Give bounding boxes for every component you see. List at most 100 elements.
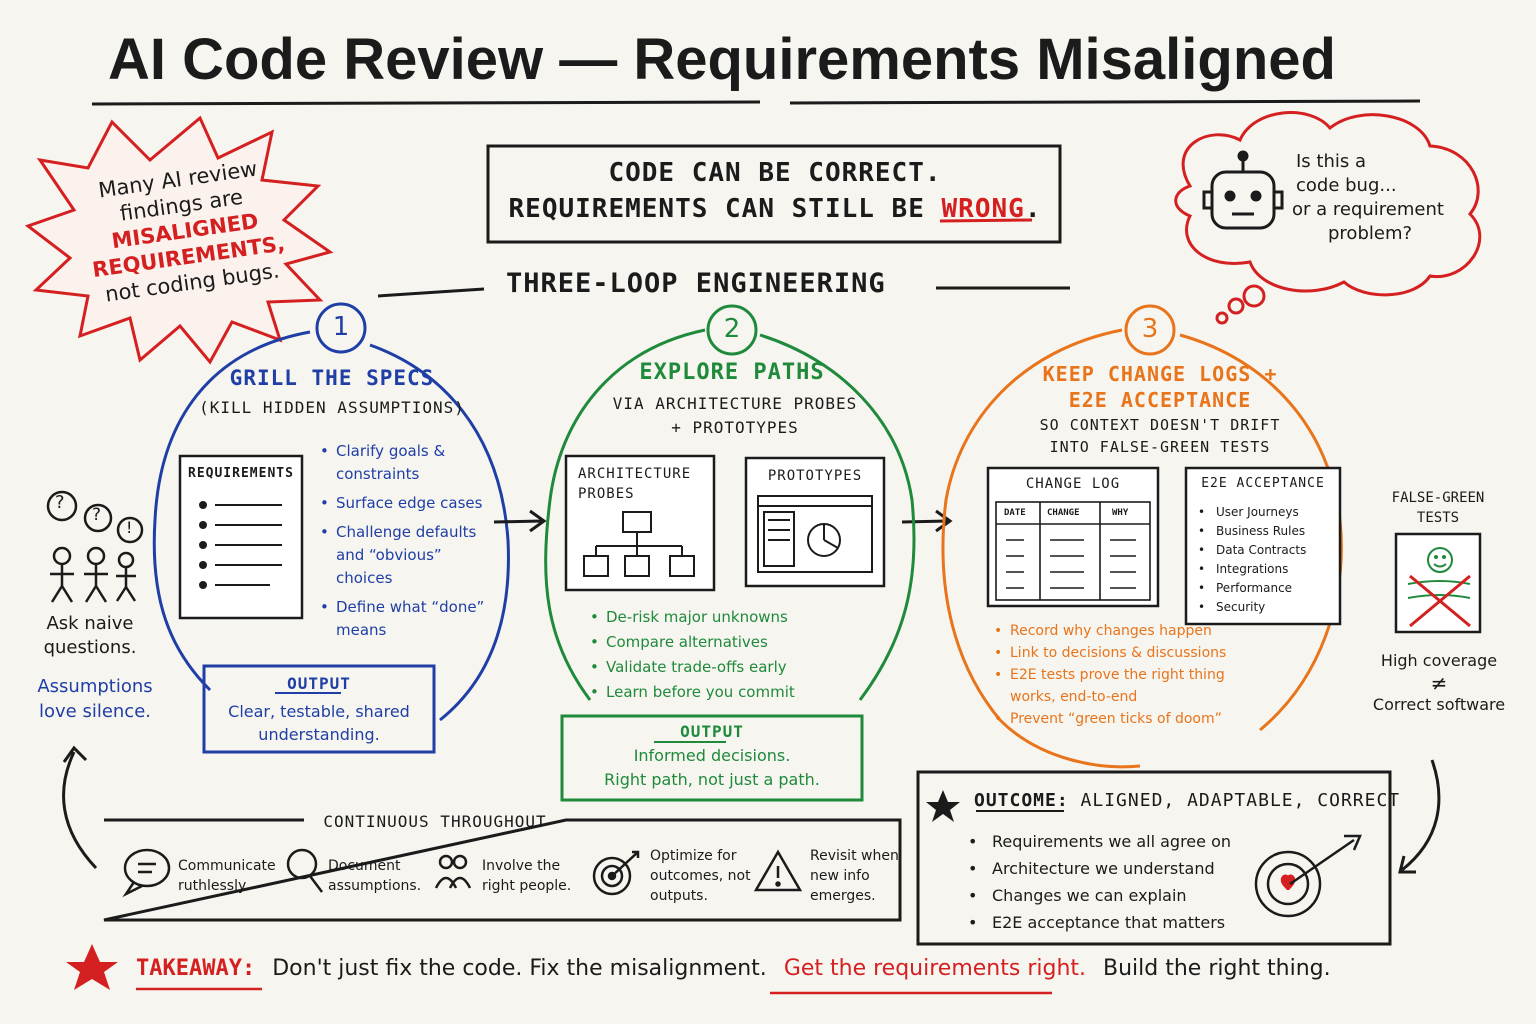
requirements-doc-label: REQUIREMENTS [188, 466, 294, 481]
title-underline [91, 99, 1421, 106]
loop3-title2: E2E ACCEPTANCE [1068, 388, 1252, 412]
change-log-col-why: WHY [1112, 508, 1129, 518]
loop1-bullet: Challenge defaults and “obvious” choices [320, 521, 500, 590]
page-title: AI Code Review — Requirements Misaligned [108, 27, 1336, 92]
loop1-bullet: Surface edge cases [320, 492, 500, 515]
loop1-output-box [202, 664, 436, 754]
continuous-item-line: ruthlessly. [178, 878, 249, 894]
loop2-output-line2: Right path, not just a path. [604, 770, 820, 789]
e2e-item: Performance [1198, 579, 1306, 598]
architecture-probes-label: ARCHITECTURE PROBES [578, 466, 692, 502]
loop3-bullets: Record why changes happen Link to decisi… [994, 620, 1264, 730]
loop2-subtitle1: VIA ARCHITECTURE PROBES [612, 394, 858, 413]
outcome-text: ALIGNED, ADAPTABLE, CORRECT [1080, 790, 1401, 811]
thought-text: Is this a code bug... or a requirement p… [1292, 150, 1444, 246]
coverage-note: High coverage ≠ Correct software [1364, 650, 1514, 716]
headline-wrong: WRONG [941, 194, 1025, 224]
thought-dot [1215, 311, 1229, 325]
false-green-line1: FALSE-GREEN [1391, 490, 1485, 506]
loop1-bullet: Define what “done” means [320, 596, 500, 642]
assumptions-note: Assumptions love silence. [30, 674, 160, 724]
prototype-sketch-icon [757, 495, 873, 573]
false-green-label: FALSE-GREEN TESTS [1380, 488, 1496, 528]
star-icon [926, 790, 960, 822]
false-green-line2: TESTS [1416, 510, 1460, 526]
continuous-item-line: Revisit when [810, 848, 899, 864]
loop2-bullet: Compare alternatives [590, 631, 795, 654]
question-mark: ? [55, 492, 65, 513]
ask-line2: questions. [43, 637, 137, 658]
takeaway-text1: Don't just fix the code. Fix the misalig… [272, 956, 767, 981]
outcome-item: E2E acceptance that matters [968, 909, 1231, 936]
requirements-doc-lines [199, 501, 282, 589]
requirements-doc [178, 454, 304, 620]
e2e-item: User Journeys [1198, 503, 1306, 522]
continuous-item: Document assumptions. [328, 856, 421, 896]
change-log-col-date: DATE [1004, 508, 1026, 518]
continuous-title: CONTINUOUS THROUGHOUT [323, 812, 547, 831]
callout-burst [24, 115, 334, 365]
e2e-checklist: User Journeys Business Rules Data Contra… [1198, 503, 1306, 617]
outcome-label: OUTCOME: [974, 790, 1069, 811]
loop2-subtitle2: + PROTOTYPES [671, 418, 799, 437]
thought-line2: code bug... [1296, 175, 1397, 196]
loop3-bullet: Prevent “green ticks of doom” [994, 708, 1264, 730]
loop1-subtitle: (KILL HIDDEN ASSUMPTIONS) [199, 398, 465, 417]
magnifier-icon [286, 848, 323, 893]
continuous-item: Optimize for outcomes, not outputs. [650, 846, 751, 906]
coverage-line1: High coverage [1380, 651, 1498, 670]
loop2-outline [544, 328, 916, 701]
wrong-underline [939, 218, 1033, 223]
takeaway-text3: Build the right thing. [1103, 956, 1331, 981]
robot-icon [1202, 150, 1284, 230]
coverage-line2: Correct software [1372, 695, 1506, 714]
continuous-item-line: outputs. [650, 888, 708, 904]
loop1-bullet: Clarify goals & constraints [320, 440, 500, 486]
continuous-item-line: right people. [482, 878, 572, 894]
assume-line2: love silence. [38, 701, 152, 722]
headline-line2-text: REQUIREMENTS CAN STILL BE [508, 194, 942, 224]
takeaway-text2: Get the requirements right. [783, 956, 1087, 981]
change-log-col-change: CHANGE [1047, 508, 1080, 518]
loop3-number: 3 [1141, 314, 1159, 344]
loop3-bullet: E2E tests prove the right thing works, e… [994, 664, 1264, 708]
headline-box [486, 144, 1062, 244]
continuous-item-line: emerges. [810, 888, 876, 904]
takeaway-star-icon [66, 944, 118, 990]
assume-line1: Assumptions [37, 676, 153, 697]
headline-line1: CODE CAN BE CORRECT. [608, 158, 942, 188]
loop2-bullet: Learn before you commit [590, 681, 795, 704]
arrow-1-to-2 [493, 509, 547, 533]
loop2-output-label: OUTPUT [680, 722, 744, 741]
loop3-subtitle2: INTO FALSE-GREEN TESTS [1049, 438, 1271, 456]
prototypes-card [744, 456, 886, 588]
hierarchy-icon [583, 511, 695, 577]
question-mark: ? [92, 505, 102, 525]
takeaway: TAKEAWAY: Don't just fix the code. Fix t… [136, 956, 1331, 981]
headline-line2: REQUIREMENTS CAN STILL BE WRONG. [490, 194, 1060, 224]
e2e-item: Business Rules [1198, 522, 1306, 541]
continuous-item-line: Communicate [178, 858, 276, 874]
continuous-item-line: assumptions. [328, 878, 422, 894]
ask-naive-questions: Ask naive questions. [30, 612, 150, 660]
warning-icon [753, 849, 803, 892]
outcome-item: Architecture we understand [968, 855, 1231, 882]
prototypes-label: PROTOTYPES [767, 468, 863, 484]
continuous-box [103, 818, 902, 922]
loop3-subtitle1: SO CONTEXT DOESN'T DRIFT [1039, 416, 1281, 434]
exclaim-mark: ! [126, 518, 133, 537]
loop1-bullets: Clarify goals & constraints Surface edge… [320, 440, 500, 642]
loop2-bullet: Validate trade-offs early [590, 656, 795, 679]
loop1-outline [152, 330, 510, 722]
thought-line3: or a requirement [1292, 199, 1444, 220]
continuous-item: Revisit when new info emerges. [810, 846, 899, 906]
loop2-output-box [560, 714, 864, 802]
headline-period: . [1024, 194, 1042, 224]
ask-line1: Ask naive [46, 613, 134, 634]
change-log-card [986, 466, 1160, 608]
change-log-table [995, 501, 1151, 601]
loop1-title: GRILL THE SPECS [229, 366, 435, 390]
outcome-list: Requirements we all agree on Architectur… [968, 828, 1231, 936]
outcome-heading: OUTCOME: ALIGNED, ADAPTABLE, CORRECT [974, 790, 1400, 811]
feedback-arrow-right [1398, 759, 1441, 874]
